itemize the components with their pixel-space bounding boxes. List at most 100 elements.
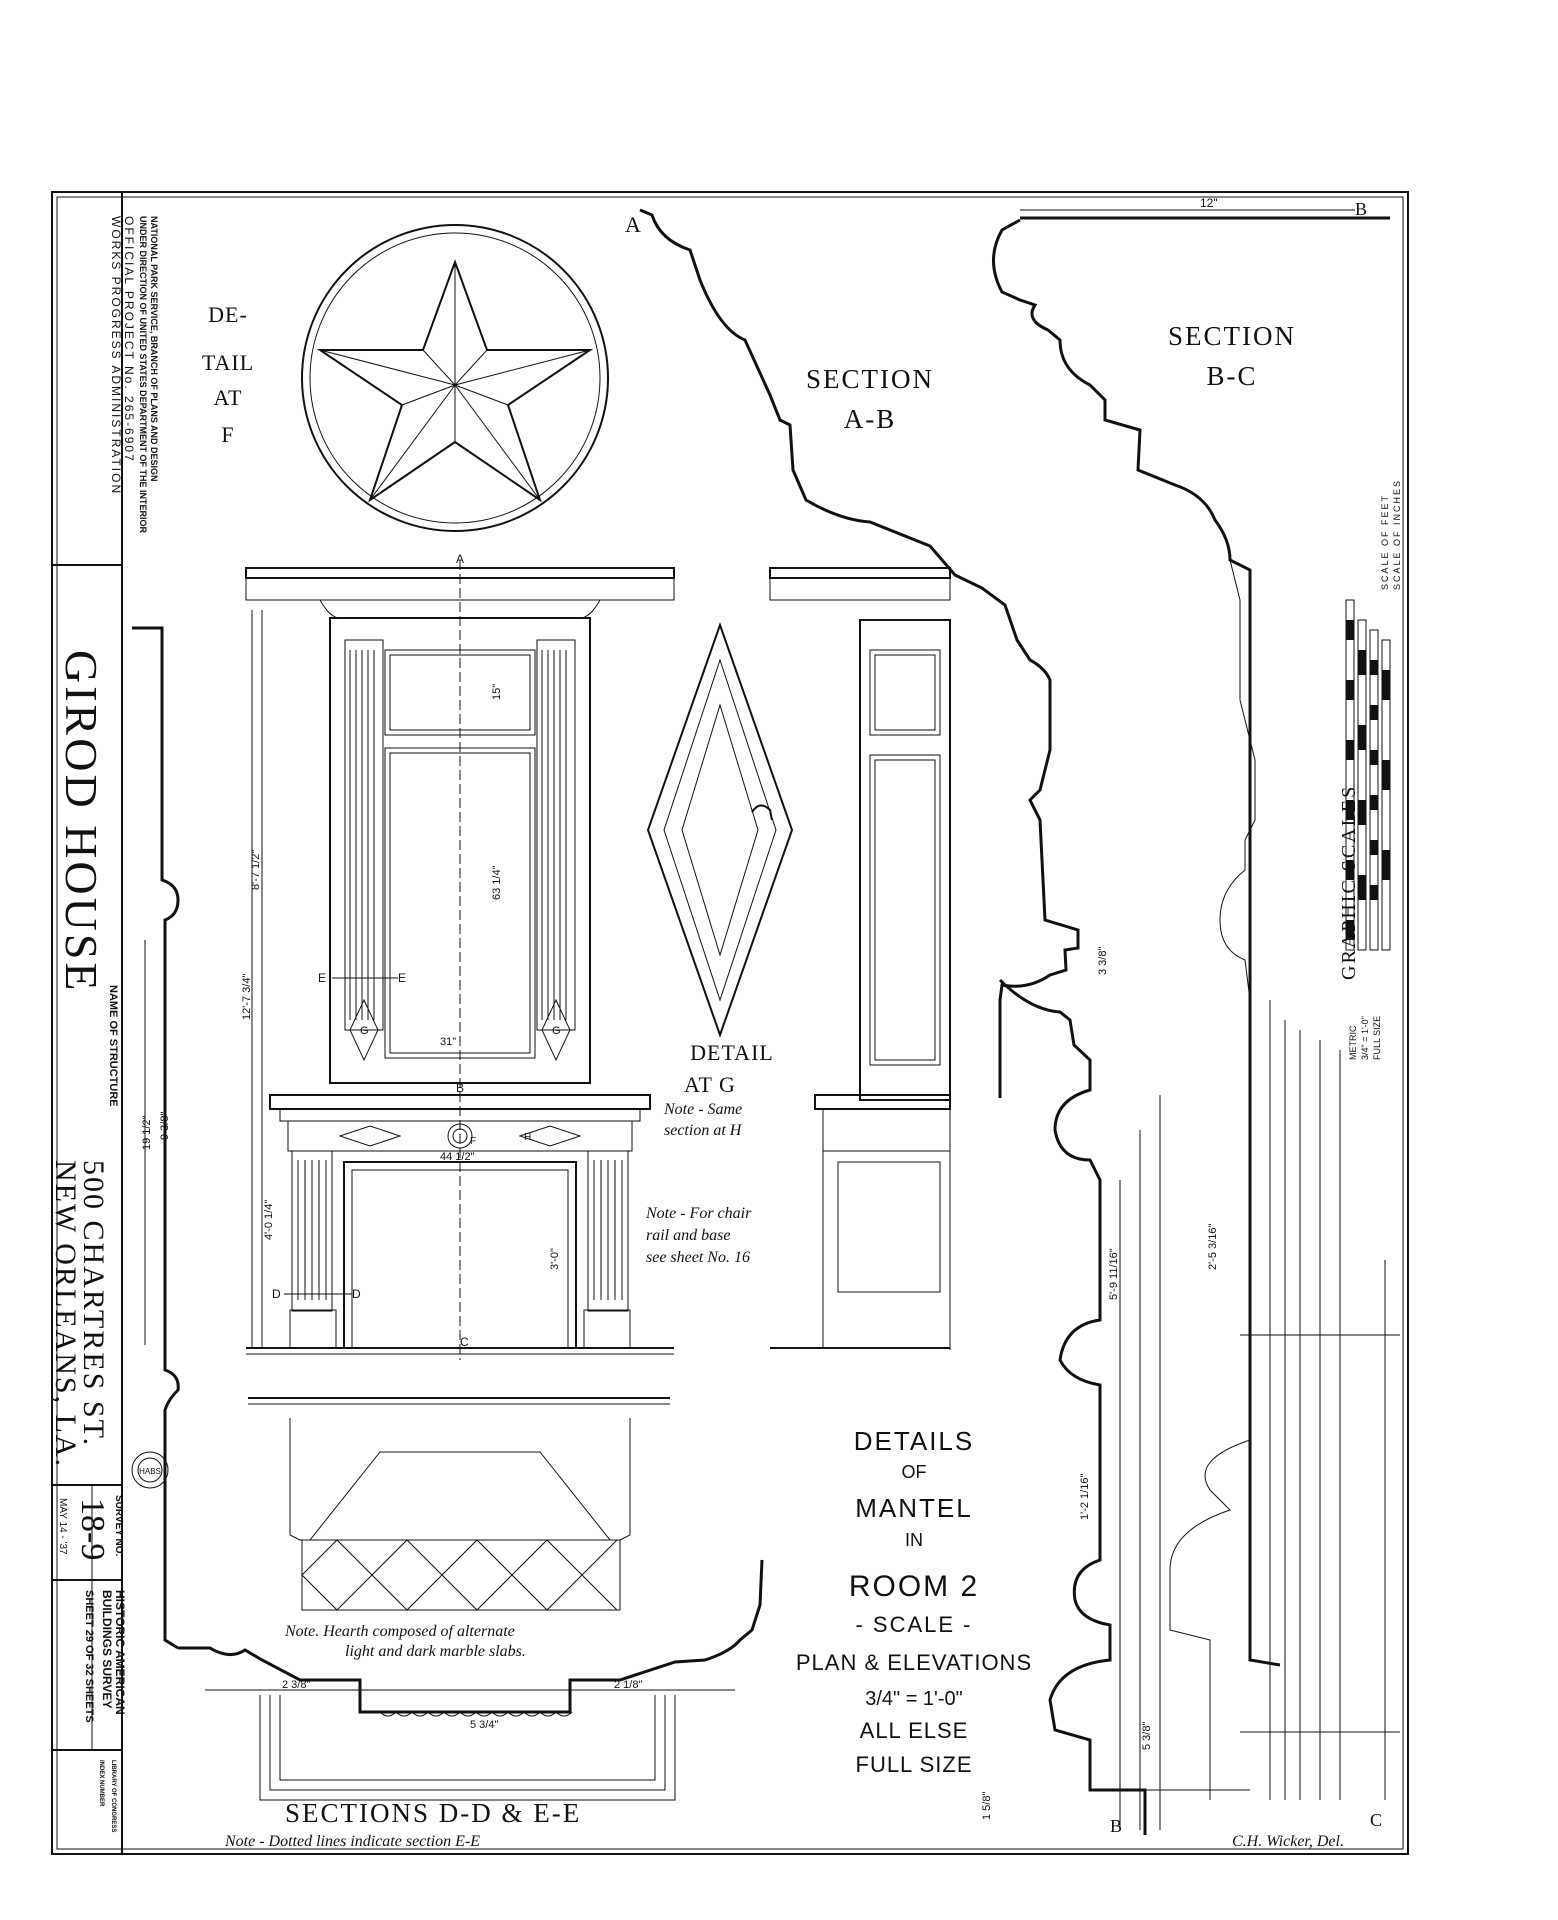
svg-text:F: F: [470, 1136, 476, 1147]
svg-text:E: E: [398, 971, 406, 985]
section-bc-profile: 12" B: [992, 196, 1400, 1800]
delineator-signature: C.H. Wicker, Del.: [1232, 1833, 1344, 1850]
profile-dimensions: 3 3/8" 5'-9 11/16" 2'-5 3/16" 1'-2 1/16"…: [981, 947, 1219, 1820]
svg-text:- SCALE -: - SCALE -: [855, 1612, 972, 1637]
detail-f-label: DE- TAIL AT F: [202, 302, 254, 447]
svg-text:1'-2 1/16": 1'-2 1/16": [1079, 1474, 1091, 1520]
note-same-section: Note - Same section at H: [663, 1101, 743, 1139]
svg-text:D: D: [352, 1287, 361, 1301]
plan-nested-lines: [205, 1689, 735, 1801]
address-line-1: 500 CHARTRES ST.: [77, 1160, 110, 1447]
svg-text:3 3/8": 3 3/8": [1097, 947, 1109, 975]
svg-text:DETAIL: DETAIL: [690, 1040, 774, 1065]
svg-text:HABS: HABS: [139, 1467, 161, 1476]
mantel-front-elevation: [245, 560, 675, 1360]
agency-line-2: OFFICIAL PROJECT No. 265-6907: [122, 216, 136, 463]
sections-dd-ee-label: SECTIONS D-D & E-E Note - Dotted lines i…: [224, 1798, 581, 1850]
section-b-marker-top: B: [1355, 199, 1367, 219]
note-hearth: Note. Hearth composed of alternate light…: [284, 1623, 526, 1660]
svg-text:2'-5 3/16": 2'-5 3/16": [1207, 1224, 1219, 1270]
svg-text:SCALE OF INCHES: SCALE OF INCHES: [1392, 479, 1402, 590]
svg-text:12'-7 3/4": 12'-7 3/4": [241, 974, 253, 1020]
svg-text:B-C: B-C: [1206, 361, 1257, 391]
column-base-profile: [998, 978, 1147, 1835]
column-base-lines: [1115, 1095, 1250, 1830]
svg-text:63 1/4": 63 1/4": [491, 865, 503, 900]
sheet-border-inner: [56, 196, 1404, 1850]
agency-line-3: UNDER DIRECTION OF UNITED STATES DEPARTM…: [138, 216, 148, 534]
plan-outline: [178, 1559, 764, 1714]
svg-text:F: F: [221, 422, 234, 447]
library-of-congress: LIBRARY OF CONGRESS: [110, 1760, 116, 1832]
svg-text:D: D: [272, 1287, 281, 1301]
mantel-front-markers: A B C E E D D G G F H: [272, 552, 561, 1349]
svg-text:Note. Hearth composed of alter: Note. Hearth composed of alternate: [284, 1623, 515, 1640]
svg-text:B: B: [456, 1081, 464, 1095]
dim-19: 19 1/2": [141, 1115, 153, 1150]
svg-text:15": 15": [491, 684, 503, 700]
svg-text:PLAN & ELEVATIONS: PLAN & ELEVATIONS: [796, 1650, 1032, 1675]
svg-text:44 1/2": 44 1/2": [440, 1151, 475, 1163]
svg-text:rail and base: rail and base: [646, 1227, 730, 1244]
svg-text:ALL ELSE: ALL ELSE: [860, 1718, 969, 1743]
svg-text:SECTION: SECTION: [806, 364, 934, 394]
svg-text:METRIC: METRIC: [1348, 1025, 1358, 1060]
mantel-side-elevation: [769, 567, 951, 1350]
svg-text:3'-0": 3'-0": [549, 1248, 561, 1270]
svg-text:SCALE OF FEET: SCALE OF FEET: [1380, 494, 1390, 590]
dim-5-plan: 5 3/4": [470, 1719, 498, 1731]
graphic-scales: GRAPHIC SCALES SCALE OF FEET SCALE OF IN…: [1338, 479, 1402, 1060]
index-number: INDEX NUMBER: [98, 1760, 104, 1807]
svg-text:Note - For chair: Note - For chair: [645, 1205, 752, 1222]
svg-text:G: G: [552, 1025, 561, 1037]
dim-12-top: 12": [1200, 196, 1218, 210]
svg-text:ROOM 2: ROOM 2: [849, 1570, 979, 1603]
mantel-dimensions: 8'-7 1/2" 12'-7 3/4" 4'-0 1/4" 3'-0" 63 …: [241, 684, 561, 1270]
svg-text:section at H: section at H: [664, 1122, 743, 1139]
svg-text:Note - Dotted lines indicate s: Note - Dotted lines indicate section E-E: [224, 1833, 480, 1850]
title-block: WORKS PROGRESS ADMINISTRATION OFFICIAL P…: [49, 192, 169, 1854]
svg-text:31": 31": [440, 1036, 456, 1048]
svg-text:C: C: [460, 1335, 469, 1349]
survey-org-line-2: BUILDINGS SURVEY: [100, 1590, 114, 1708]
section-a-marker-top: A: [625, 212, 642, 237]
svg-text:SECTIONS D-D & E-E: SECTIONS D-D & E-E: [285, 1798, 581, 1828]
svg-text:SECTION: SECTION: [1168, 321, 1296, 351]
section-ab-profile: [639, 208, 1080, 1098]
svg-text:8'-7 1/2": 8'-7 1/2": [250, 850, 262, 890]
detail-g-label: DETAIL AT G: [684, 1040, 774, 1097]
sheet-border-outer: [51, 191, 1409, 1855]
svg-text:TAIL: TAIL: [202, 350, 254, 375]
svg-text:G: G: [360, 1025, 369, 1037]
svg-text:light and dark marble slabs.: light and dark marble slabs.: [345, 1643, 526, 1660]
svg-text:MANTEL: MANTEL: [855, 1493, 972, 1523]
svg-text:Note - Same: Note - Same: [663, 1101, 742, 1118]
section-c-marker: C: [1370, 1810, 1382, 1830]
svg-text:see sheet No. 16: see sheet No. 16: [646, 1249, 750, 1266]
structure-name: GIROD HOUSE: [56, 650, 107, 994]
name-of-structure-label: NAME OF STRUCTURE: [107, 985, 119, 1107]
agency-line-4: NATIONAL PARK SERVICE, BRANCH OF PLANS A…: [149, 216, 159, 482]
svg-text:1 5/8": 1 5/8": [981, 1792, 993, 1820]
address-line-2: NEW ORLEANS, LA.: [49, 1160, 82, 1468]
agency-line-1: WORKS PROGRESS ADMINISTRATION: [109, 216, 123, 495]
svg-text:DE-: DE-: [208, 302, 248, 327]
survey-number: 18-9: [74, 1498, 111, 1560]
left-wall-profile: [132, 626, 180, 1650]
survey-org-line-1: HISTORIC AMERICAN: [113, 1590, 127, 1715]
detail-f-star-medallion: [301, 224, 609, 532]
dim-9: 9 3/8": [159, 1112, 171, 1140]
section-bc-label: SECTION B-C: [1168, 321, 1296, 391]
hab-survey-seal: HABS: [131, 1451, 169, 1489]
hearth-plan: [248, 1397, 670, 1611]
details-title: DETAILS OF MANTEL IN ROOM 2 - SCALE - PL…: [796, 1426, 1032, 1777]
svg-text:4'-0 1/4": 4'-0 1/4": [263, 1200, 275, 1240]
note-chair-rail: Note - For chair rail and base see sheet…: [645, 1205, 752, 1266]
svg-text:FULL SIZE: FULL SIZE: [1372, 1016, 1382, 1060]
svg-text:3/4" = 1'-0": 3/4" = 1'-0": [865, 1688, 963, 1710]
survey-label: SURVEY NO.: [113, 1495, 124, 1557]
dim-2-right: 2 1/8": [614, 1679, 642, 1691]
svg-text:IN: IN: [905, 1530, 923, 1550]
svg-text:OF: OF: [902, 1462, 927, 1482]
